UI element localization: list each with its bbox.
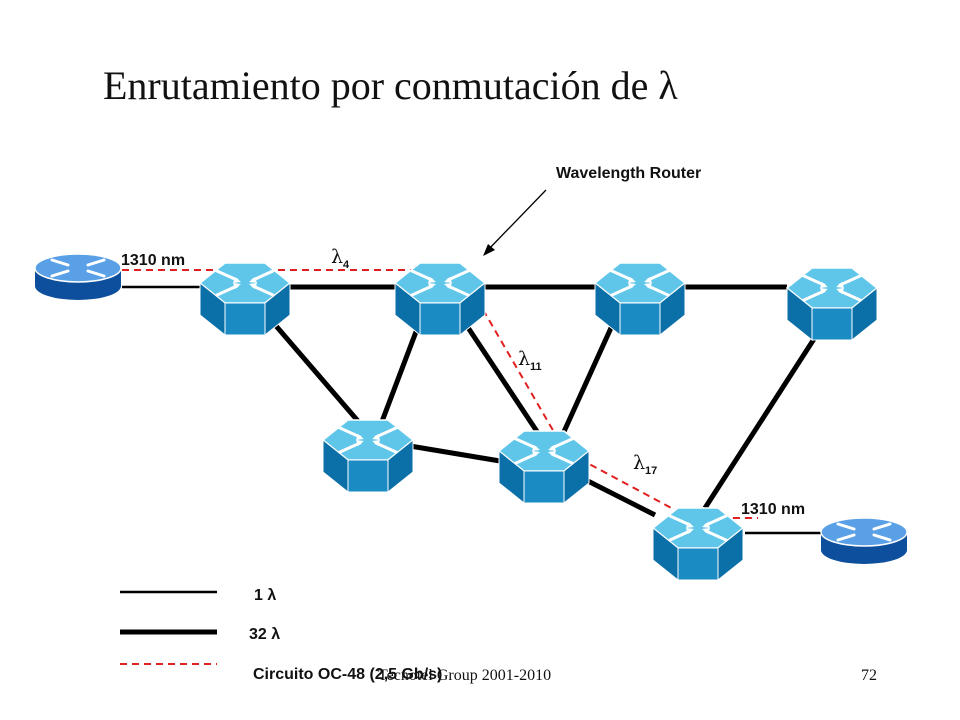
optical-switch-c-icon <box>593 261 687 337</box>
link-d-g <box>702 323 826 510</box>
wavelength-router-arrow <box>485 189 547 253</box>
lambda-11-label: λ11 <box>518 348 542 373</box>
legend-thick-label: 32 λ <box>249 626 280 643</box>
optical-switch-b-icon <box>393 261 487 337</box>
link-e-f <box>409 443 501 464</box>
page-number: 72 <box>861 667 877 684</box>
optical-switch-f-icon <box>497 429 591 505</box>
legend-dashed-label: Circuito OC-48 (2,5 Gb/s) <box>253 666 442 683</box>
wavelength-router-label: Wavelength Router <box>556 165 701 182</box>
link-b-f <box>452 306 543 438</box>
edge-router-right-icon <box>819 516 909 566</box>
optical-switch-g-icon <box>651 506 745 582</box>
nm-label-right: 1310 nm <box>741 501 805 518</box>
lambda-17-label: λ17 <box>633 452 657 477</box>
edge-router-left-icon <box>33 252 123 302</box>
optical-switch-e-icon <box>321 418 415 494</box>
link-c-f <box>559 306 623 438</box>
link-f-g <box>576 473 657 518</box>
lambda-4-label: λ4 <box>331 246 350 271</box>
page-title: Enrutamiento por conmutación de λ <box>103 63 678 108</box>
link-a-e <box>256 303 372 437</box>
footer-credit: Tecnotel Group 2001-2010 <box>378 667 551 684</box>
arrow-head-icon <box>483 244 495 256</box>
legend-thin-label: 1 λ <box>254 587 276 604</box>
nm-label-left: 1310 nm <box>121 252 185 269</box>
optical-switch-d-icon <box>785 266 879 342</box>
optical-switch-a-icon <box>198 261 292 337</box>
